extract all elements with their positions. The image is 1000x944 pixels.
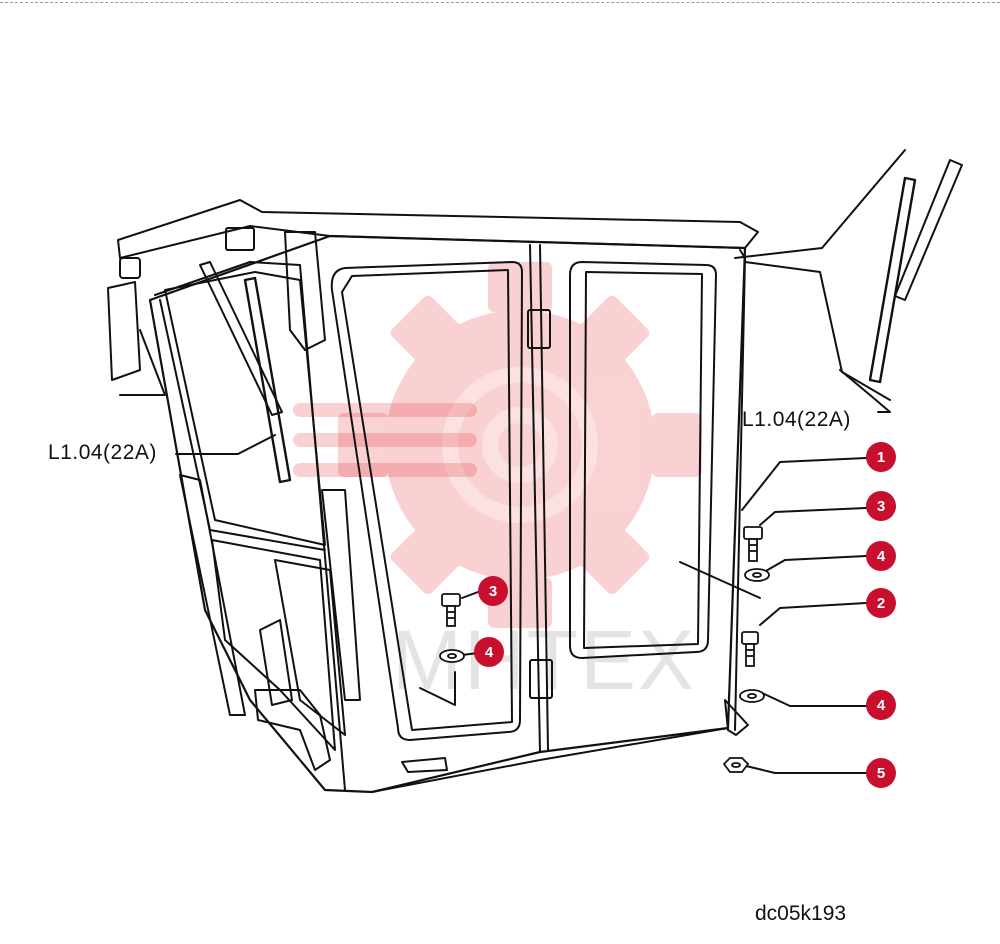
leader-4-right-lower [759, 691, 867, 707]
leader-3-center [461, 591, 479, 599]
bolt-2 [741, 631, 759, 667]
leader-3-right [759, 507, 867, 526]
leader-right-wiper [839, 369, 891, 413]
side-mirror [107, 281, 141, 381]
callout-badge-4-right-lower[interactable]: 4 [866, 690, 896, 720]
callout-badge-2[interactable]: 2 [866, 588, 896, 618]
leader-2 [759, 602, 867, 626]
right-door-window [569, 261, 717, 659]
leader-1 [741, 457, 867, 511]
bolt-3-right [743, 526, 763, 562]
callout-badge-3-right[interactable]: 3 [866, 491, 896, 521]
door-handle [401, 757, 448, 773]
leader-4-right-upper [763, 555, 867, 573]
door-hinge-upper [527, 309, 551, 349]
ref-label-left-wiper: L1.04(22A) [48, 441, 157, 464]
right-wiper-blade [868, 176, 917, 384]
cab-roof [117, 199, 759, 259]
right-wiper-arm [894, 159, 963, 301]
washer-4-center [439, 649, 465, 663]
washer-4-right-upper [744, 568, 770, 582]
left-wiper-arm [199, 261, 283, 416]
left-door-window [330, 261, 523, 741]
bolt-3-center [441, 593, 461, 627]
top-dashed-rule [0, 2, 1000, 3]
drawing-code: dc05k193 [755, 902, 847, 925]
leader-left-wiper [175, 434, 276, 455]
washer-4-right-lower [739, 689, 765, 703]
right-wiper-frame [734, 149, 906, 401]
leader-5 [741, 764, 867, 774]
cab-body-outline [148, 234, 747, 794]
callout-badge-4-right-upper[interactable]: 4 [866, 541, 896, 571]
callout-badge-1[interactable]: 1 [866, 442, 896, 472]
callout-badge-4-center[interactable]: 4 [474, 637, 504, 667]
leader-1b [679, 561, 761, 599]
callout-badge-5[interactable]: 5 [866, 758, 896, 788]
callout-badge-3-center[interactable]: 3 [478, 576, 508, 606]
door-hinge-lower [529, 659, 553, 699]
ref-label-right-wiper: L1.04(22A) [742, 408, 851, 431]
left-wiper-blade [243, 276, 292, 484]
nut-5 [722, 757, 750, 773]
roof-lamp [225, 227, 255, 251]
